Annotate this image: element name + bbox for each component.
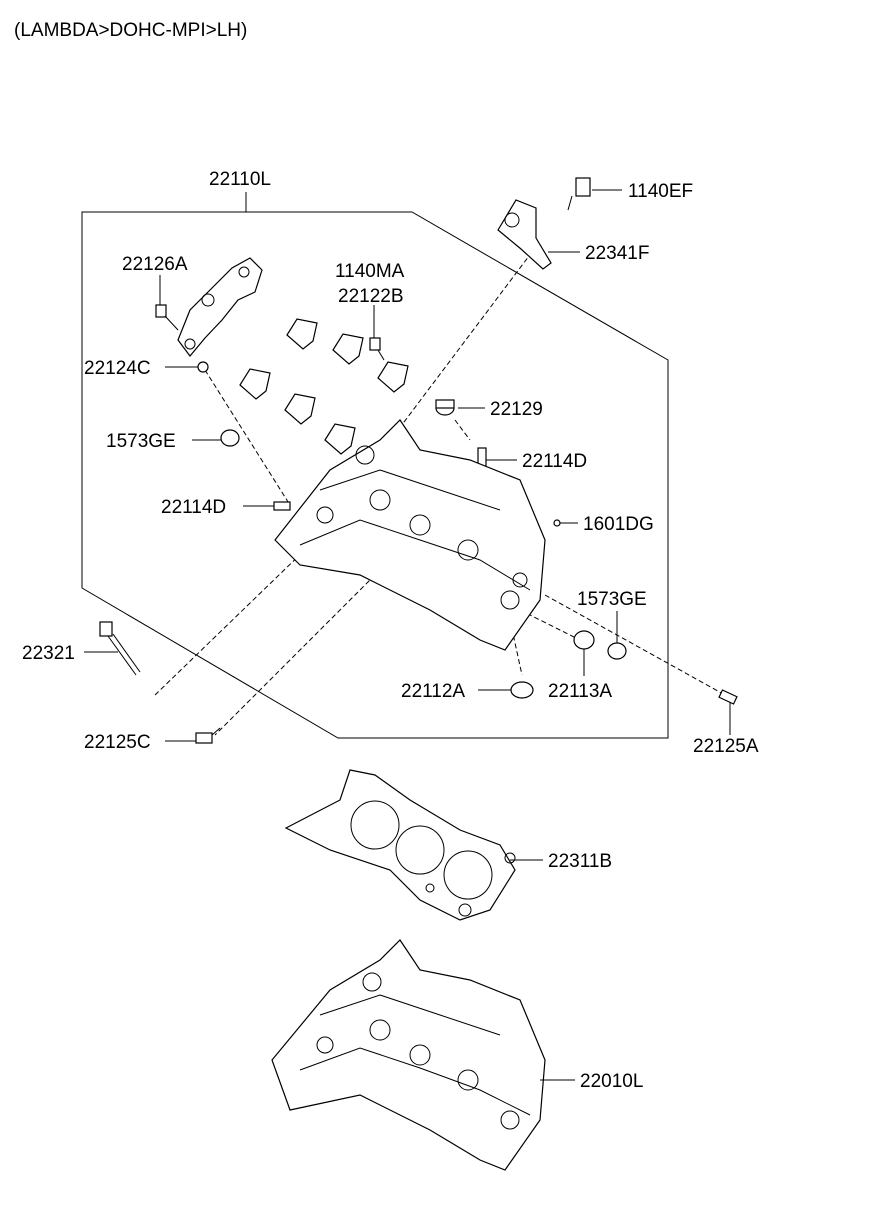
assembly-outline [81,211,669,739]
label-22114D-left: 22114D [161,497,226,518]
leader-lines [84,189,731,1081]
label-1573GE-lower: 1573GE [577,589,647,610]
seal-22113A [573,630,595,650]
alignment-lines [154,251,726,736]
bearing-cap-rail [177,257,263,357]
label-22113A: 22113A [548,681,612,702]
head-bolt-22321 [99,621,141,676]
label-22341F: 22341F [585,243,649,264]
cap-22129 [435,399,455,416]
bolt-22126A [155,304,179,331]
label-22110L: 22110L [209,169,271,190]
plug-1573GE-lower [607,642,627,660]
diagram-title: (LAMBDA>DOHC-MPI>LH) [14,20,247,41]
label-1140MA: 1140MA [335,261,405,282]
label-22124C: 22124C [84,358,151,379]
plug-1601DG [553,519,561,527]
head-gasket-22311B [284,769,516,921]
label-22112A: 22112A [401,681,465,702]
label-22010L: 22010L [580,1071,643,1092]
label-22126A: 22126A [122,254,188,275]
label-1140EF: 1140EF [628,181,693,202]
cylinder-head-22010L [271,939,546,1171]
label-22122B: 22122B [338,286,404,307]
pin-22114D-left [273,501,291,511]
stud-22125A [718,689,738,705]
label-22129: 22129 [490,399,543,420]
label-22125C: 22125C [84,732,151,753]
stud-22125C [195,727,221,744]
label-1573GE-upper: 1573GE [106,431,176,452]
cylinder-head-upper [274,419,546,651]
seal-22112A [510,681,534,699]
cam-caps [239,318,409,455]
bolt-22122B [369,337,385,361]
dowel-22124C [197,361,209,373]
bolt-1140EF [567,177,591,211]
label-22125A: 22125A [693,736,759,757]
bracket-22341F [497,199,552,270]
label-22114D-right: 22114D [522,451,587,472]
label-22311B: 22311B [548,851,612,872]
label-1601DG: 1601DG [583,514,654,535]
label-22321: 22321 [22,643,75,664]
plug-1573GE-upper [220,429,240,447]
part-labels: 22110L 1140EF 22341F 22126A 1140MA 22122… [22,169,759,1092]
